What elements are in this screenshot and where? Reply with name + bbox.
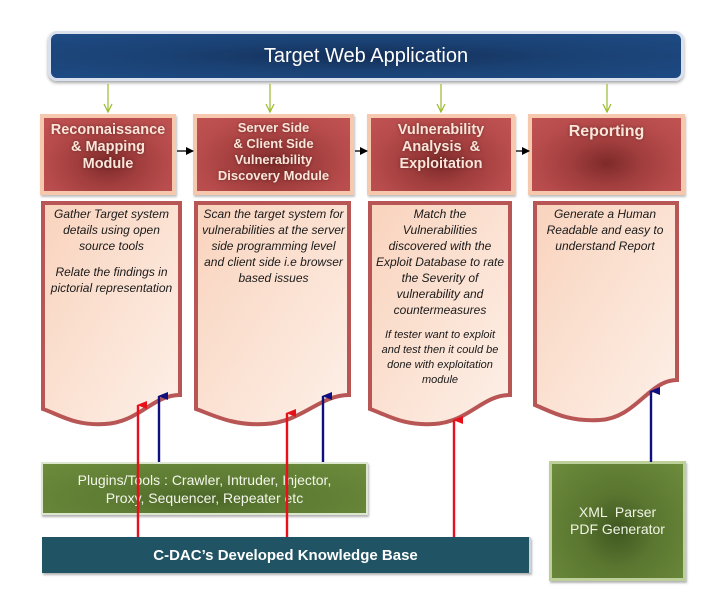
description-doc-reporting: Generate a Human Readable and easy to un… — [532, 200, 682, 430]
module-reconnaissance: Reconnaissance & Mapping Module — [40, 114, 176, 195]
xml-line: PDF Generator — [570, 521, 665, 537]
description-text: Match the Vulnerabilities discovered wit… — [375, 206, 505, 398]
description-text: Generate a Human Readable and easy to un… — [542, 206, 668, 264]
description-doc-recon: Gather Target system details using open … — [40, 200, 185, 430]
knowledge-base-label: C-DAC’s Developed Knowledge Base — [153, 546, 418, 564]
module-analysis-label: Vulnerability Analysis & Exploitation — [371, 118, 511, 191]
module-line: & Mapping — [70, 139, 146, 155]
module-line: Reporting — [568, 123, 645, 140]
plugins-line: Plugins/Tools : Crawler, Intruder, Injec… — [77, 471, 332, 488]
banner-title: Target Web Application — [263, 44, 469, 67]
module-line: Discovery Module — [217, 168, 330, 183]
xml-parser-box: XML Parser PDF Generator — [549, 461, 686, 581]
description-text: Gather Target system details using open … — [50, 206, 173, 306]
module-line: Vulnerability — [234, 152, 313, 167]
doc-shape — [194, 201, 351, 427]
module-line: Exploitation — [399, 156, 483, 172]
module-reporting: Reporting — [528, 114, 685, 195]
doc-shape — [368, 201, 512, 427]
description-paragraph: Generate a Human Readable and easy to un… — [546, 207, 664, 253]
module-reporting-label: Reporting — [532, 118, 681, 191]
description-paragraph: If tester want to exploit and test then … — [381, 329, 499, 386]
module-line: Reconnaissance — [50, 122, 166, 138]
target-web-application-banner: Target Web Application — [48, 31, 684, 81]
description-paragraph: Gather Target system details using open … — [54, 207, 169, 253]
module-discovery-label: Server Side & Client Side Vulnerability … — [197, 118, 350, 191]
green-arrow-down — [436, 84, 446, 114]
description-doc-analysis: Match the Vulnerabilities discovered wit… — [367, 200, 515, 430]
module-line: Server Side — [237, 120, 310, 135]
description-paragraph: Scan the target system for vulnerabiliti… — [202, 207, 345, 285]
module-line: & Client Side — [233, 136, 314, 151]
description-doc-discovery: Scan the target system for vulnerabiliti… — [193, 200, 354, 430]
module-line: Vulnerability — [397, 122, 485, 138]
doc-shape — [533, 201, 679, 423]
module-discovery: Server Side & Client Side Vulnerability … — [193, 114, 354, 195]
plugins-line: Proxy, Sequencer, Repeater etc — [105, 489, 304, 506]
module-line: Module — [82, 156, 134, 172]
description-paragraph: Match the Vulnerabilities discovered wit… — [375, 207, 505, 317]
module-line: Analysis & — [401, 139, 481, 155]
module-reconnaissance-label: Reconnaissance & Mapping Module — [44, 118, 172, 191]
green-arrow-down — [265, 84, 275, 114]
xml-line: XML Parser — [578, 504, 657, 520]
description-text: Scan the target system for vulnerabiliti… — [201, 206, 346, 296]
description-paragraph: Relate the findings in pictorial represe… — [50, 265, 173, 295]
green-arrow-down — [602, 84, 612, 114]
module-analysis: Vulnerability Analysis & Exploitation — [367, 114, 515, 195]
doc-shape — [41, 201, 182, 427]
plugins-tools-box: Plugins/Tools : Crawler, Intruder, Injec… — [41, 462, 368, 515]
green-arrow-down — [103, 84, 113, 114]
knowledge-base-box: C-DAC’s Developed Knowledge Base — [42, 537, 531, 573]
